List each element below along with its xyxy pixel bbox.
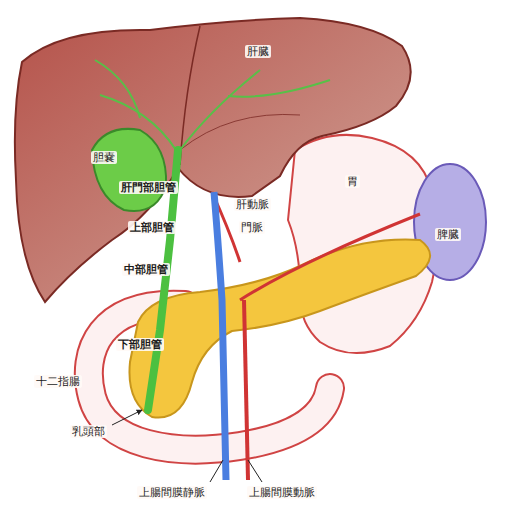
duct-label: 中部胆管 (122, 263, 170, 276)
organ-label: 乳頭部 (70, 425, 107, 438)
duct-label: 上部胆管 (128, 221, 176, 234)
organ-label: 脾臓 (435, 228, 461, 241)
organ-label: 肝臓 (245, 45, 271, 58)
duct-label: 肝門部胆管 (119, 181, 178, 194)
vessel-label: 上腸間膜静脈 (137, 486, 207, 499)
duct-label: 下部胆管 (116, 338, 164, 351)
vessel-label: 上腸間膜動脈 (247, 486, 317, 499)
organ-label: 胆嚢 (91, 151, 117, 164)
vessel-label: 肝動脈 (234, 198, 271, 211)
organ-label: 胃 (345, 175, 360, 188)
vessel-label: 門脈 (239, 221, 265, 234)
organ-label: 十二指腸 (34, 375, 82, 388)
